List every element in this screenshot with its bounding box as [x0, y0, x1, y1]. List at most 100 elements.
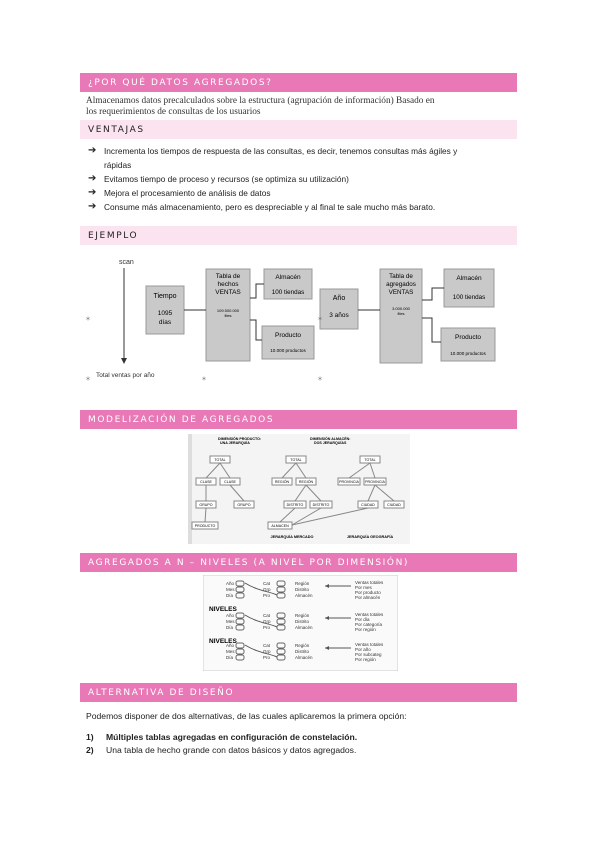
hierarchy-caption: JERARQUÍA GEOGRAFÍA	[347, 534, 394, 539]
node-label: PROVINCIA	[339, 480, 359, 484]
node-label: PRODUCTO	[195, 524, 216, 528]
niveles-label: NIVELES	[209, 606, 237, 613]
example-diagram: scan Total ventas por año Tiempo 1095 dí…	[86, 259, 496, 382]
svg-text:⁎: ⁎	[86, 313, 90, 322]
agg-table-label: Tabla de	[389, 273, 413, 280]
level-store-label: Región	[295, 643, 310, 648]
level-time-label: Mes	[226, 619, 235, 624]
level-result-label: Por mes	[355, 585, 373, 590]
level-result-label: Por día	[355, 617, 370, 622]
almacen-value: 100 tiendas	[453, 294, 486, 301]
node-label: CIUDAD	[387, 503, 401, 507]
section-header-why: ¿POR QUÉ DATOS AGREGADOS?	[80, 73, 517, 92]
level-product-label: Pro	[263, 625, 271, 630]
section-header-design: ALTERNATIVA DE DISEÑO	[80, 683, 517, 702]
list-item: ➔Evitamos tiempo de proceso y recursos (…	[86, 172, 506, 186]
hierarchy-title: DIMENSIÓN PRODUCTO:	[218, 436, 261, 441]
tiempo-unit: días	[159, 319, 172, 326]
anio-value: 3 años	[329, 312, 349, 319]
fact-table-rows: 109.500.000	[217, 308, 240, 313]
almacen-label: Almacén	[456, 275, 482, 282]
node-label: DISTRITO	[313, 503, 330, 507]
section-header-modeling: MODELIZACIÓN DE AGREGADOS	[80, 410, 517, 429]
level-result-label: Por subcateg	[355, 652, 382, 657]
list-number: 2)	[86, 745, 94, 755]
level-result-label: Por categoría	[355, 622, 383, 627]
level-time-label: Mes	[226, 649, 235, 654]
list-item: ➔ Mejora el procesamiento de análisis de …	[86, 186, 506, 200]
level-result-label: Por almacén	[355, 595, 381, 600]
level-store-label: Almacén	[295, 625, 313, 630]
level-time-label: Día	[226, 625, 234, 630]
tiempo-label: Tiempo	[153, 293, 176, 300]
section-header-example: EJEMPLO	[80, 226, 517, 245]
list-item-text: Incrementa los tiempos de respuesta de l…	[104, 146, 458, 156]
agg-table-label: agregados	[386, 281, 416, 288]
level-result-label: Por región	[355, 627, 376, 632]
level-product-label: Cat	[263, 643, 271, 648]
fact-table-label: VENTAS	[215, 289, 241, 296]
level-store-label: Distrito	[295, 587, 309, 592]
list-item-text: Mejora el procesamiento de análisis de d…	[104, 188, 271, 198]
modeling-diagram: DIMENSIÓN PRODUCTO: UNA JERARQUÍA DIMENS…	[188, 434, 410, 544]
svg-text:⁎: ⁎	[318, 313, 322, 322]
anio-label: Año	[333, 295, 346, 302]
node-label: ALMACEN	[271, 524, 289, 528]
level-time-label: Día	[226, 593, 234, 598]
node-label: REGIÓN	[275, 479, 290, 484]
design-list: 1)Múltiples tablas agregadas en configur…	[86, 731, 357, 757]
intro-paragraph: Almacenamos datos precalculados sobre la…	[86, 96, 506, 117]
level-result-label: Por producto	[355, 590, 381, 595]
level-store-label: Almacén	[295, 655, 313, 660]
level-time-label: Mes	[226, 587, 235, 592]
list-item-text: Una tabla de hecho grande con datos bási…	[106, 745, 357, 755]
arrow-right-icon: ➔	[88, 173, 97, 184]
svg-text:⁎: ⁎	[318, 373, 322, 382]
agg-table-rows-unit: files	[397, 311, 404, 316]
fact-table-label: hechos	[218, 281, 240, 288]
level-time-label: Día	[226, 655, 234, 660]
arrow-right-icon: ➔	[88, 187, 97, 198]
level-time-label: Año	[226, 643, 235, 648]
node-label: CLASE	[200, 480, 212, 484]
node-label: REGIÓN	[299, 479, 314, 484]
level-product-label: Pro	[263, 593, 271, 598]
almacen-label: Almacén	[275, 274, 301, 281]
hierarchy-caption: JERARQUÍA MERCADO	[271, 534, 314, 539]
level-time-label: Año	[226, 581, 235, 586]
design-paragraph: Podemos disponer de dos alternativas, de…	[86, 711, 407, 721]
svg-text:⁎: ⁎	[202, 373, 206, 382]
node-label: GRUPO	[199, 503, 212, 507]
level-product-label: Grp	[263, 649, 271, 654]
advantages-list: ➔ Incrementa los tiempos de respuesta de …	[86, 144, 506, 214]
agg-table-label: VENTAS	[389, 289, 414, 296]
niveles-label: NIVELES	[209, 638, 237, 645]
node-label: TOTAL	[290, 458, 301, 462]
node-label: GRUPO	[237, 503, 250, 507]
producto-value: 10.000 productos	[450, 351, 486, 356]
fact-table-label: Tabla de	[216, 273, 241, 280]
tiempo-value: 1095	[158, 310, 173, 317]
level-product-label: Cat	[263, 613, 271, 618]
list-item-text: rápidas	[104, 160, 132, 170]
level-product-label: Grp	[263, 619, 271, 624]
node-label: TOTAL	[214, 458, 225, 462]
level-result-label: Ventas totales	[355, 642, 384, 647]
level-store-label: Región	[295, 581, 310, 586]
list-item: rápidas	[86, 158, 506, 172]
svg-text:⁎: ⁎	[86, 373, 90, 382]
level-result-label: Ventas totales	[355, 612, 384, 617]
section-header-advantages: VENTAJAS	[80, 120, 517, 139]
producto-label: Producto	[275, 332, 301, 339]
list-item: 1)Múltiples tablas agregadas en configur…	[86, 731, 357, 744]
node-label: PROVINCIA	[365, 480, 385, 484]
node-label: CIUDAD	[361, 503, 375, 507]
total-label: Total ventas por año	[96, 372, 155, 379]
arrow-right-icon: ➔	[88, 145, 97, 156]
hierarchy-title: UNA JERARQUÍA	[220, 440, 250, 445]
producto-value: 10.000 productos	[270, 348, 306, 353]
agg-table-rows: 3.000.000	[392, 306, 411, 311]
level-result-label: Por año	[355, 647, 371, 652]
list-item-text: Múltiples tablas agregadas en configurac…	[106, 732, 358, 742]
list-item: ➔ Incrementa los tiempos de respuesta de …	[86, 144, 506, 158]
